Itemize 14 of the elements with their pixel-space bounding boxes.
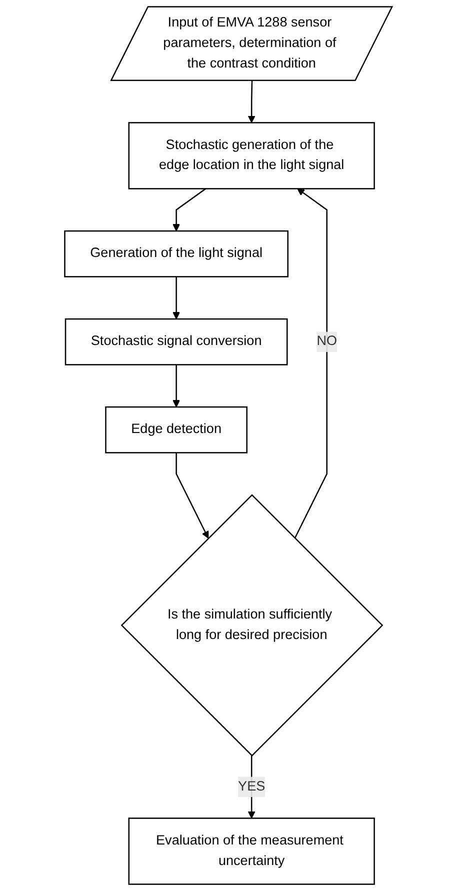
arrow bbox=[176, 452, 209, 539]
node-box: Stochastic generation of the edge location in the light signal bbox=[128, 122, 376, 190]
node-box: Stochastic signal conversion bbox=[64, 318, 288, 366]
node-box: Evaluation of the measurement uncertainty bbox=[128, 818, 376, 885]
node-diamond: Is the simulation sufficiently long for desired precision bbox=[120, 494, 384, 757]
node-box: Generation of the light signal bbox=[64, 230, 289, 278]
edge-label: NO bbox=[316, 334, 338, 349]
arrow bbox=[172, 188, 206, 232]
arrow bbox=[172, 364, 180, 408]
edge-label: YES bbox=[238, 779, 266, 794]
arrow bbox=[172, 276, 180, 320]
arrow bbox=[294, 188, 328, 539]
node-box: Edge detection bbox=[105, 406, 248, 454]
arrow bbox=[248, 80, 256, 124]
